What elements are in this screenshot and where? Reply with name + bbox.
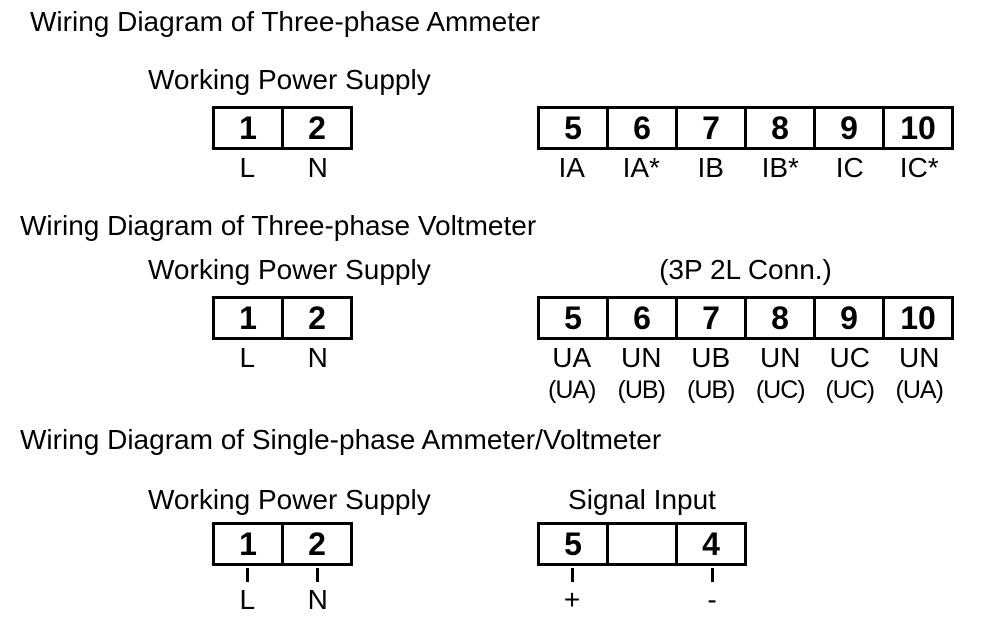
terminal-cell-1: 1 — [239, 299, 257, 336]
terminal-label-N: N — [307, 152, 328, 183]
terminal-alt-label-UB: (UB) — [617, 376, 666, 404]
terminal-label-UN: UN — [760, 342, 801, 373]
terminal-cell-2: 2 — [281, 525, 350, 563]
terminal-cell-1: 1 — [239, 525, 257, 562]
section2-title: Wiring Diagram of Three-phase Voltmeter — [20, 210, 537, 241]
tick-mark — [570, 568, 574, 582]
terminal-alt-label-UA: (UA) — [548, 376, 596, 404]
terminal-cell-8: 8 — [744, 109, 813, 147]
terminal-label-IA: IA — [558, 152, 585, 183]
terminal-cell-2: 2 — [281, 109, 350, 147]
terminal-label-IB-star: IB* — [761, 152, 799, 183]
section2-power-terminal-labels: L N — [212, 342, 353, 374]
terminal-cell-9: 9 — [813, 109, 882, 147]
section3-power-ticks — [212, 568, 353, 582]
terminal-label-UB: UB — [691, 342, 731, 373]
terminal-alt-label-UA: (UA) — [895, 376, 944, 404]
section1-power-supply-label: Working Power Supply — [148, 64, 431, 95]
terminal-label-N: N — [307, 342, 328, 373]
terminal-cell-6: 6 — [606, 109, 675, 147]
section1-title: Wiring Diagram of Three-phase Ammeter — [30, 6, 540, 37]
terminal-cell-9: 9 — [813, 299, 882, 337]
terminal-cell-4: 4 — [675, 525, 744, 563]
section3-power-supply-label: Working Power Supply — [148, 484, 431, 515]
terminal-label-IC-star: IC* — [899, 152, 939, 183]
terminal-cell-6: 6 — [606, 299, 675, 337]
terminal-cell-1: 1 — [239, 109, 257, 146]
section1-power-terminal-labels: L N — [212, 152, 353, 184]
terminal-cell-7: 7 — [675, 109, 744, 147]
terminal-label-IB: IB — [697, 152, 724, 183]
polarity-minus-label: - — [707, 584, 717, 615]
terminal-label-L: L — [239, 342, 256, 373]
terminal-label-N: N — [307, 584, 328, 615]
section3-signal-ticks — [537, 568, 747, 582]
section2-power-supply-label: Working Power Supply — [148, 254, 431, 285]
section1-current-terminal-labels: IA IA* IB IB* IC IC* — [537, 152, 954, 184]
terminal-alt-label-UC: (UC) — [755, 376, 806, 404]
section3-signal-input-label: Signal Input — [568, 484, 716, 515]
tick-mark — [710, 568, 714, 582]
section2-connection-label: (3P 2L Conn.) — [659, 254, 832, 285]
section2-voltage-terminal-labels: UA UN UB UN UC UN — [537, 342, 954, 374]
terminal-alt-label-UC: (UC) — [825, 376, 875, 404]
terminal-label-UN: UN — [621, 342, 662, 373]
section3-power-terminal-labels: L N — [212, 584, 353, 616]
terminal-label-IC: IC — [835, 152, 864, 183]
terminal-cell-7: 7 — [675, 299, 744, 337]
section2-power-terminal-block: 1 2 — [212, 296, 353, 340]
section3-signal-polarity-labels: + - — [537, 584, 747, 616]
terminal-cell-8: 8 — [744, 299, 813, 337]
section3-signal-terminal-block: 5 4 — [537, 522, 747, 566]
terminal-cell-5: 5 — [564, 109, 582, 146]
polarity-plus-label: + — [563, 584, 581, 615]
section1-current-terminal-block: 5 6 7 8 9 10 — [537, 106, 954, 150]
terminal-cell-blank — [606, 525, 675, 563]
section2-voltage-terminal-block: 5 6 7 8 9 10 — [537, 296, 954, 340]
terminal-alt-label-UB: (UB) — [687, 376, 735, 404]
terminal-label-L: L — [239, 584, 256, 615]
tick-mark — [316, 568, 320, 582]
section1-power-terminal-block: 1 2 — [212, 106, 353, 150]
terminal-cell-10: 10 — [882, 109, 951, 147]
terminal-label-UC: UC — [829, 342, 870, 373]
section3-power-terminal-block: 1 2 — [212, 522, 353, 566]
terminal-label-L: L — [239, 152, 256, 183]
terminal-cell-2: 2 — [281, 299, 350, 337]
section2-voltage-alt-labels: (UA) (UB) (UB) (UC) (UC) (UA) — [537, 376, 954, 405]
section3-title: Wiring Diagram of Single-phase Ammeter/V… — [20, 424, 662, 455]
terminal-label-IA-star: IA* — [622, 152, 660, 183]
terminal-label-UA: UA — [552, 342, 592, 373]
terminal-cell-5: 5 — [564, 525, 582, 562]
terminal-label-UN: UN — [899, 342, 940, 373]
terminal-cell-10: 10 — [882, 299, 951, 337]
tick-mark — [245, 568, 249, 582]
terminal-cell-5: 5 — [564, 299, 582, 336]
